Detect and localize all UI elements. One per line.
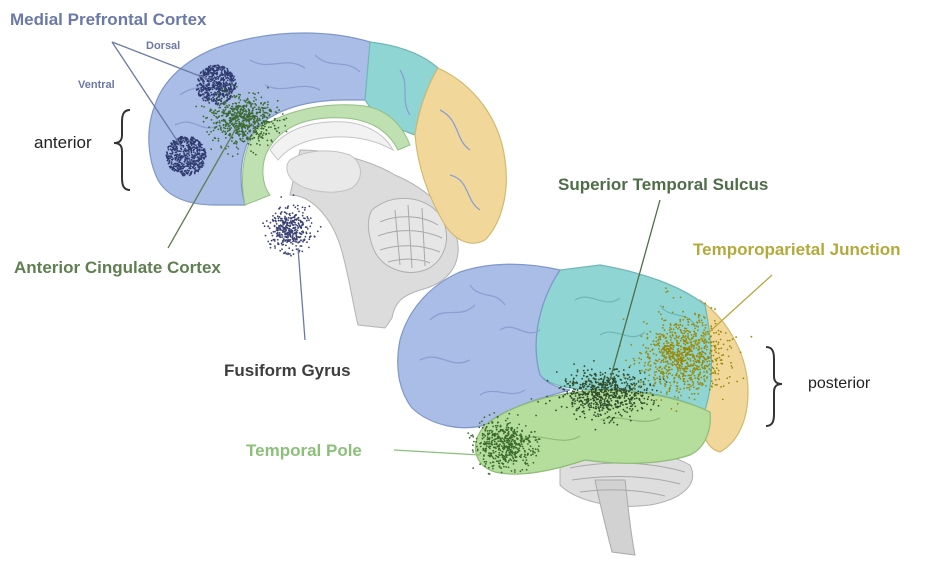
label-anterior-cingulate-cortex: Anterior Cingulate Cortex <box>14 258 221 278</box>
label-temporoparietal-junction: Temporoparietal Junction <box>693 240 901 260</box>
label-medial-prefrontal-cortex: Medial Prefrontal Cortex <box>10 10 207 30</box>
label-superior-temporal-sulcus: Superior Temporal Sulcus <box>558 175 768 195</box>
lateral-brain <box>398 264 748 555</box>
label-temporal-pole: Temporal Pole <box>246 441 362 461</box>
label-ventral: Ventral <box>78 79 115 91</box>
label-fusiform-gyrus: Fusiform Gyrus <box>224 361 351 381</box>
label-anterior: anterior <box>34 133 92 153</box>
tp-line <box>394 450 480 455</box>
posterior-brace <box>766 347 782 426</box>
label-dorsal: Dorsal <box>146 40 180 52</box>
label-posterior: posterior <box>808 375 870 393</box>
fusiform-line <box>298 248 305 340</box>
anterior-brace <box>114 110 130 190</box>
